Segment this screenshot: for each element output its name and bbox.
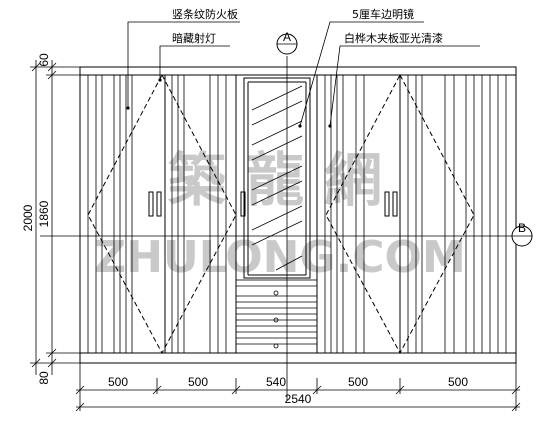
marker-a-label: A: [283, 30, 291, 44]
marker-b-label: B: [518, 221, 526, 235]
dim-height-80: 80: [37, 371, 51, 385]
dim-width-3: 540: [266, 375, 286, 389]
dim-total-width: 2540: [285, 392, 312, 406]
mirror-hatching: [251, 85, 303, 271]
dim-width-1: 500: [108, 375, 128, 389]
leader-lines: [127, 21, 480, 127]
section-line-a: A: [276, 30, 298, 400]
door-swing-diamonds: [87, 73, 475, 355]
label-beveled-mirror: 5厘车边明镜: [352, 7, 414, 21]
dim-height-2000: 2000: [21, 204, 35, 231]
label-white-ash-veneer: 白桦木夹板亚光清漆: [344, 31, 443, 45]
dim-height-60: 60: [37, 53, 51, 67]
section-line-b: B: [40, 221, 533, 247]
label-hidden-spotlight: 暗藏射灯: [172, 31, 216, 45]
drawer-unit: [235, 279, 318, 354]
vertical-stripe-panels: [87, 75, 507, 353]
door-handles: [148, 191, 398, 217]
dim-width-5: 500: [448, 375, 468, 389]
dim-width-4: 500: [348, 375, 368, 389]
watermark: 築 龍 網 ZHULONG.COM: [94, 146, 465, 283]
label-vertical-fire-board: 竖条纹防火板: [172, 7, 238, 21]
dim-width-2: 500: [188, 375, 208, 389]
cabinet-outline: [79, 66, 517, 364]
vertical-dimension-lines: [30, 60, 80, 375]
horizontal-dimension-lines: [75, 363, 521, 412]
dim-height-1860: 1860: [37, 200, 51, 227]
leader-dots: [126, 78, 332, 128]
watermark-chinese: 築 龍 網: [168, 146, 382, 214]
